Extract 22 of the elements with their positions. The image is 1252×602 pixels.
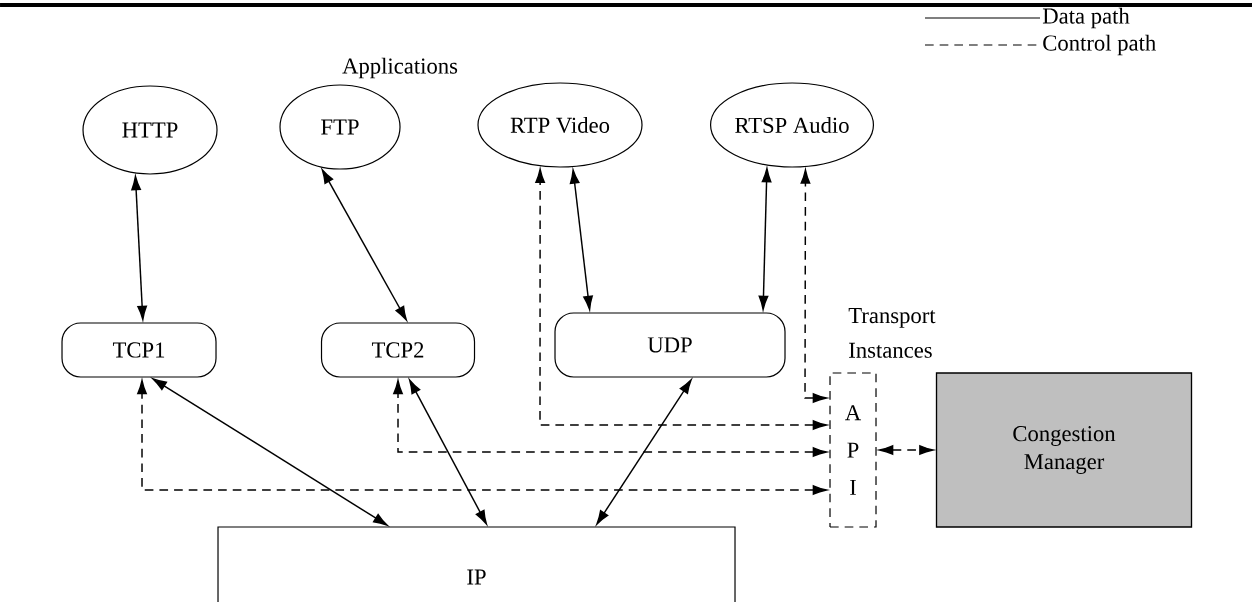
shaded-box: Congestion Manager [935, 372, 1193, 528]
legend-item: Control path [924, 34, 1156, 56]
legend-item: Data path [924, 7, 1130, 29]
arrow [137, 379, 828, 495]
arrow [758, 167, 772, 311]
open-box: IP [217, 526, 736, 602]
arrow [535, 168, 828, 430]
rounded-box: TCP1 [61, 322, 217, 378]
rounded-box: UDP [554, 312, 786, 378]
label: Transport Instances [848, 308, 936, 358]
arrow [800, 169, 828, 403]
arrow [596, 379, 692, 525]
rounded-box: TCP2 [320, 322, 476, 378]
arrow [409, 379, 488, 525]
arrow [393, 379, 828, 457]
arrow [131, 175, 148, 321]
arrow [321, 169, 407, 321]
dashed-box: A P I [829, 372, 877, 528]
arrow [569, 169, 593, 311]
arrow [152, 378, 388, 526]
arrow [878, 445, 934, 455]
label: Applications [342, 57, 458, 79]
